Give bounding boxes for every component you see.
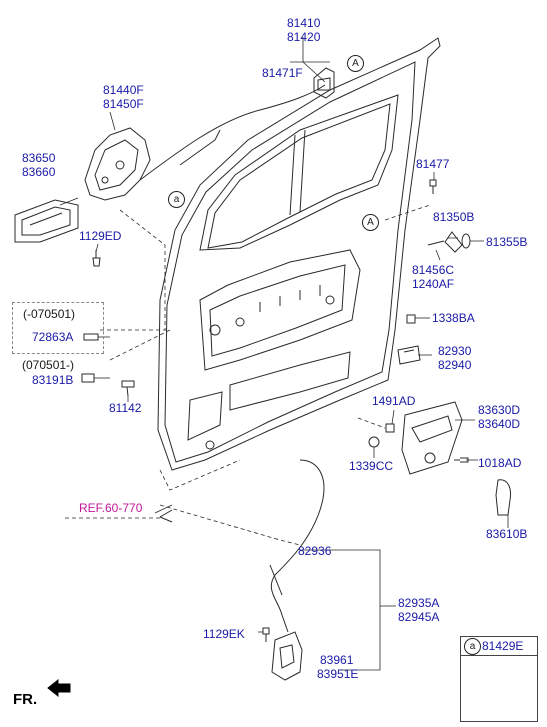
part-72863a: 72863A [32, 330, 74, 344]
inset-header: a 81429E [461, 637, 537, 656]
part-81410: 81410 [287, 16, 321, 30]
callout-a-inset: a [464, 638, 481, 655]
date-range-box [12, 302, 104, 354]
part-81477: 81477 [416, 157, 450, 171]
lower-latch [271, 631, 303, 681]
inside-handle [401, 401, 463, 475]
part-83640d: 83640D [478, 417, 521, 431]
part-83650: 83650 [22, 151, 56, 165]
cable-upper [139, 84, 326, 181]
part-1338ba: 1338BA [432, 311, 475, 325]
part-82935a: 82935A [398, 596, 440, 610]
part-81355b: 81355B [486, 235, 528, 249]
part-82940: 82940 [438, 358, 472, 372]
date-range-1: (-070501) [23, 307, 76, 321]
part-82930: 82930 [438, 344, 472, 358]
date-range-2: (070501-) [22, 358, 75, 372]
part-1129ed: 1129ED [79, 229, 122, 243]
part-1129ek: 1129EK [203, 627, 245, 641]
part-1018ad: 1018AD [478, 456, 522, 470]
callout-a-mid: A [362, 214, 379, 231]
lock-assembly [84, 127, 151, 201]
part-1240af: 1240AF [412, 277, 455, 291]
inset-panel: a 81429E [460, 636, 538, 722]
part-83660: 83660 [22, 165, 56, 179]
handle-bracket [14, 199, 79, 243]
front-direction-label: FR. [13, 691, 38, 708]
part-81440f: 81440F [103, 83, 144, 97]
part-81429e: 81429E [482, 639, 524, 653]
part-81420: 81420 [287, 30, 321, 44]
part-81142: 81142 [109, 401, 142, 415]
part-1339cc: 1339CC [349, 459, 394, 473]
part-81450f: 81450F [103, 97, 144, 111]
part-82945a: 82945A [398, 610, 440, 624]
callout-a-left: a [168, 191, 185, 208]
window-frame [199, 94, 399, 251]
grip-cover [495, 479, 511, 516]
door-outer-panel [157, 37, 441, 471]
cable-lower [270, 459, 325, 633]
part-1491ad: 1491AD [372, 394, 416, 408]
part-83191b: 83191B [32, 373, 74, 387]
part-83951e: 83951E [317, 667, 359, 681]
part-81350b: 81350B [433, 210, 475, 224]
part-81456c: 81456C [412, 263, 455, 277]
part-81471f: 81471F [262, 66, 303, 80]
callout-a-top: A [347, 55, 364, 72]
reference-label: REF.60-770 [79, 501, 143, 515]
fr-arrow [47, 678, 71, 698]
part-83961: 83961 [320, 653, 354, 667]
part-82936: 82936 [298, 544, 332, 558]
part-83630d: 83630D [478, 403, 521, 417]
part-83610b: 83610B [486, 527, 528, 541]
top-latch [313, 67, 335, 99]
